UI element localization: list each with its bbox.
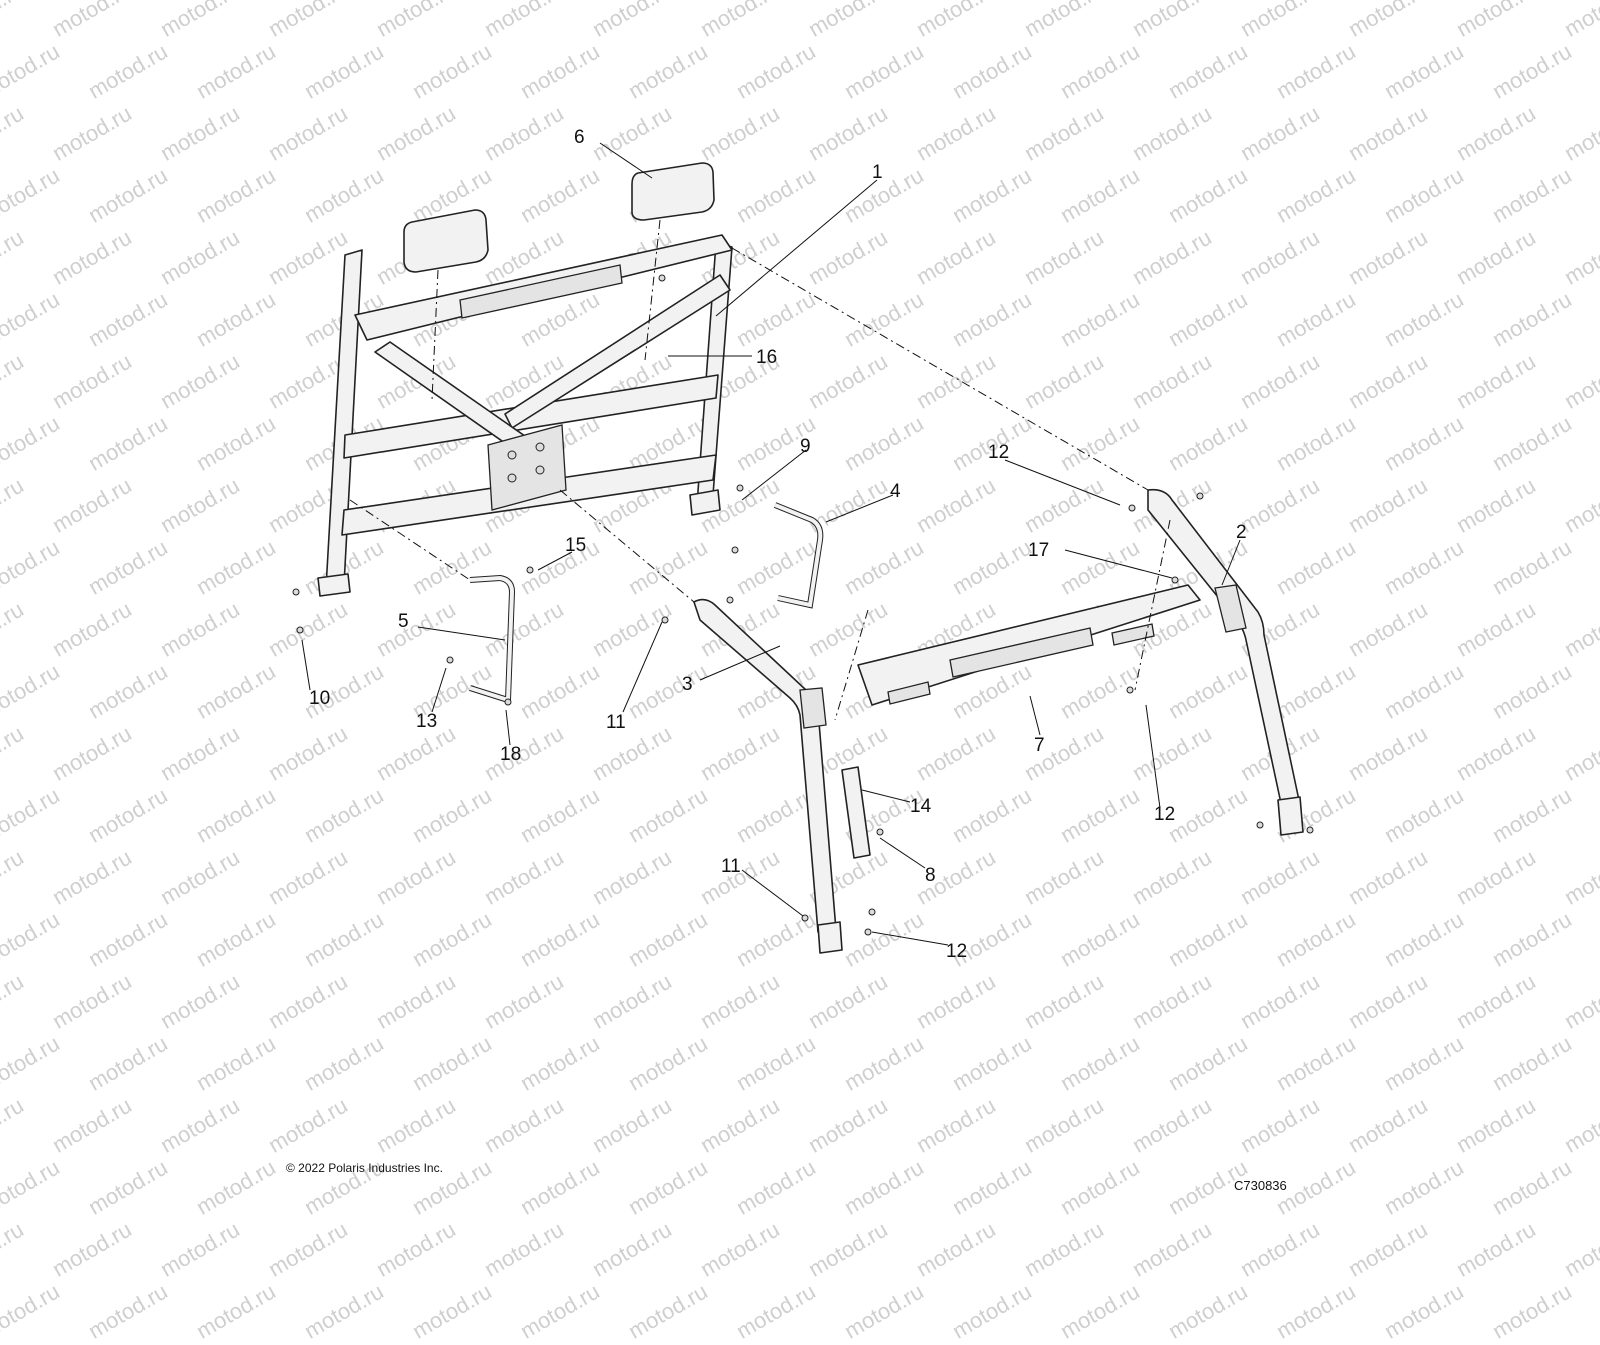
- watermark-text: motod.ru: [372, 1216, 460, 1282]
- callout-17: 17: [1028, 540, 1049, 561]
- callout-16: 16: [756, 347, 777, 368]
- watermark-text: motod.ru: [948, 1278, 1036, 1344]
- callout-15: 15: [565, 535, 586, 556]
- callout-12c: 12: [946, 941, 967, 962]
- watermark-text: motod.ru: [480, 1216, 568, 1282]
- watermark-text: motod.ru: [264, 1216, 352, 1282]
- callout-11b: 11: [721, 856, 741, 877]
- watermark-text: motod.ru: [408, 1278, 496, 1344]
- watermark-text: motod.ru: [1380, 1278, 1468, 1344]
- watermark-text: motod.ru: [1344, 1216, 1432, 1282]
- watermark-text: motod.ru: [912, 1216, 1000, 1282]
- watermark-text: motod.ru: [0, 1278, 64, 1344]
- callout-14: 14: [910, 796, 932, 817]
- support-bracket: [841, 766, 871, 859]
- callout-12a: 12: [988, 442, 1009, 463]
- watermark-text: motod.ru: [732, 1278, 820, 1344]
- headrests: [403, 162, 715, 273]
- callout-1: 1: [872, 162, 883, 183]
- callout-11a: 11: [606, 712, 626, 733]
- watermark-text: motod.ru: [1020, 1216, 1108, 1282]
- callout-9: 9: [800, 436, 811, 457]
- watermark-text: motod.ru: [840, 1278, 928, 1344]
- copyright-text: © 2022 Polaris Industries Inc.: [286, 1161, 443, 1175]
- watermark-text: motod.ru: [624, 1278, 712, 1344]
- callout-3: 3: [682, 674, 693, 695]
- callout-2: 2: [1236, 522, 1247, 543]
- callout-13: 13: [416, 711, 437, 732]
- watermark-text: motod.ru: [588, 1216, 676, 1282]
- callout-6: 6: [574, 127, 585, 148]
- callout-labels: 1 2 3 4 5 6 7 8 9 10 11 11 12 12 12 13 1…: [309, 127, 1247, 962]
- assembly-lines: [349, 219, 1171, 721]
- callout-7: 7: [1034, 735, 1045, 756]
- callout-10: 10: [309, 688, 330, 709]
- callout-18: 18: [500, 744, 521, 765]
- watermark-text: motod.ru: [1596, 1278, 1600, 1344]
- watermark-text: motod.ru: [0, 1216, 28, 1282]
- watermark-text: motod.ru: [1164, 1278, 1252, 1344]
- callout-8: 8: [925, 865, 936, 886]
- watermark-text: motod.ru: [516, 1278, 604, 1344]
- watermark-text: motod.ru: [1452, 1216, 1540, 1282]
- watermark-text: motod.ru: [192, 1278, 280, 1344]
- watermark-text: motod.ru: [84, 1278, 172, 1344]
- callout-5: 5: [398, 611, 409, 632]
- callout-12b: 12: [1154, 804, 1175, 825]
- grab-handles: [469, 502, 824, 705]
- watermark-text: motod.ru: [156, 1216, 244, 1282]
- watermark-text: motod.ru: [48, 1216, 136, 1282]
- roof-header-panel: [857, 584, 1201, 706]
- callout-4: 4: [890, 481, 901, 502]
- rear-cab-frame: [317, 234, 733, 597]
- watermark-text: motod.ru: [1128, 1216, 1216, 1282]
- watermark-text: motod.ru: [1272, 1278, 1360, 1344]
- watermark-text: motod.ru: [804, 1216, 892, 1282]
- left-roll-bar: [693, 598, 843, 954]
- leader-lines: [301, 142, 1241, 946]
- right-roll-bar: [1147, 488, 1304, 836]
- watermark-text: motod.ru: [1560, 1216, 1600, 1282]
- watermark-text: motod.ru: [1488, 1278, 1576, 1344]
- watermark-text: motod.ru: [1056, 1278, 1144, 1344]
- watermark-text: motod.ru: [300, 1278, 388, 1344]
- drawing-code: C730836: [1234, 1178, 1287, 1193]
- watermark-text: motod.ru: [696, 1216, 784, 1282]
- parts-diagram: 1 2 3 4 5 6 7 8 9 10 11 11 12 12 12 13 1…: [292, 127, 1314, 962]
- watermark-text: motod.ru: [1236, 1216, 1324, 1282]
- hardware: [292, 274, 1314, 936]
